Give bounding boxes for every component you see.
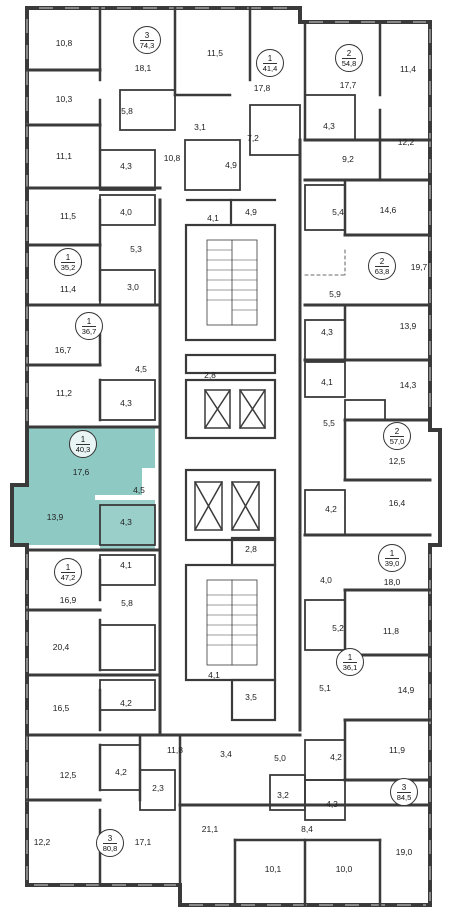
- room-area: 7,2: [247, 133, 259, 143]
- room-area: 4,5: [135, 364, 147, 374]
- room-area: 4,5: [133, 485, 145, 495]
- room-area: 4,3: [326, 799, 338, 809]
- room-area: 4,9: [225, 160, 237, 170]
- room-area: 19,0: [395, 847, 413, 857]
- room-area: 4,0: [320, 575, 332, 585]
- room-area: 4,3: [120, 161, 132, 171]
- room-area: 16,7: [54, 345, 72, 355]
- room-area: 3,2: [277, 790, 289, 800]
- room-area: 10,1: [264, 864, 282, 874]
- room-area: 20,4: [52, 642, 70, 652]
- room-area: 11,8: [383, 626, 399, 636]
- room-area: 19,7: [410, 262, 428, 272]
- room-area: 12,5: [388, 456, 406, 466]
- room-area: 10,8: [163, 153, 181, 163]
- room-area: 17,6: [72, 467, 90, 477]
- room-area: 2,8: [204, 370, 216, 380]
- room-area: 5,9: [329, 289, 341, 299]
- room-area: 17,1: [134, 837, 152, 847]
- room-area: 17,8: [253, 83, 271, 93]
- highlighted-apartment[interactable]: [12, 427, 155, 550]
- room-area: 5,1: [319, 683, 331, 693]
- room-area: 16,4: [388, 498, 406, 508]
- room-area: 4,0: [120, 207, 132, 217]
- room-area: 8,4: [301, 824, 313, 834]
- room-area: 4,1: [321, 377, 333, 387]
- room-area: 11,4: [400, 64, 416, 74]
- room-area: 18,1: [134, 63, 152, 73]
- room-area: 10,0: [335, 864, 353, 874]
- room-area: 4,3: [120, 517, 132, 527]
- room-area: 3,0: [127, 282, 139, 292]
- room-area: 14,3: [399, 380, 417, 390]
- room-area: 4,2: [330, 752, 342, 762]
- room-area: 11,2: [56, 388, 72, 398]
- room-area: 5,3: [130, 244, 142, 254]
- room-area: 4,1: [207, 213, 219, 223]
- room-area: 4,3: [323, 121, 335, 131]
- room-area: 10,3: [55, 94, 73, 104]
- room-area: 4,2: [325, 504, 337, 514]
- room-area: 14,6: [379, 205, 397, 215]
- room-area: 4,3: [321, 327, 333, 337]
- room-area: 11,4: [60, 284, 76, 294]
- room-area: 5,8: [121, 598, 133, 608]
- room-area: 13,9: [399, 321, 417, 331]
- room-area: 4,2: [115, 767, 127, 777]
- room-area: 3,5: [245, 692, 257, 702]
- room-area: 5,0: [274, 753, 286, 763]
- room-area: 21,1: [201, 824, 219, 834]
- room-area: 11,5: [207, 48, 223, 58]
- room-area: 12,2: [397, 137, 415, 147]
- room-area: 12,5: [59, 770, 77, 780]
- room-area: 18,0: [383, 577, 401, 587]
- room-area: 9,2: [342, 154, 354, 164]
- room-area: 14,9: [397, 685, 415, 695]
- room-area: 5,5: [323, 418, 335, 428]
- room-area: 16,9: [59, 595, 77, 605]
- room-area: 10,8: [55, 38, 73, 48]
- room-area: 4,1: [120, 560, 132, 570]
- room-area: 5,8: [121, 106, 133, 116]
- room-area: 4,2: [120, 698, 132, 708]
- room-area: 4,1: [208, 670, 220, 680]
- room-area: 5,4: [332, 207, 344, 217]
- room-area: 11,8: [167, 745, 183, 755]
- room-area: 11,5: [60, 211, 76, 221]
- room-area: 4,3: [120, 398, 132, 408]
- room-area: 2,3: [152, 783, 164, 793]
- room-area: 11,1: [56, 151, 72, 161]
- room-area: 3,1: [194, 122, 206, 132]
- room-area: 16,5: [52, 703, 70, 713]
- room-area: 11,9: [389, 745, 405, 755]
- room-area: 17,7: [339, 80, 357, 90]
- room-area: 13,9: [46, 512, 64, 522]
- room-area: 3,4: [220, 749, 232, 759]
- room-area: 12,2: [33, 837, 51, 847]
- room-area: 4,9: [245, 207, 257, 217]
- room-area: 5,2: [332, 623, 344, 633]
- room-area: 2,8: [245, 544, 257, 554]
